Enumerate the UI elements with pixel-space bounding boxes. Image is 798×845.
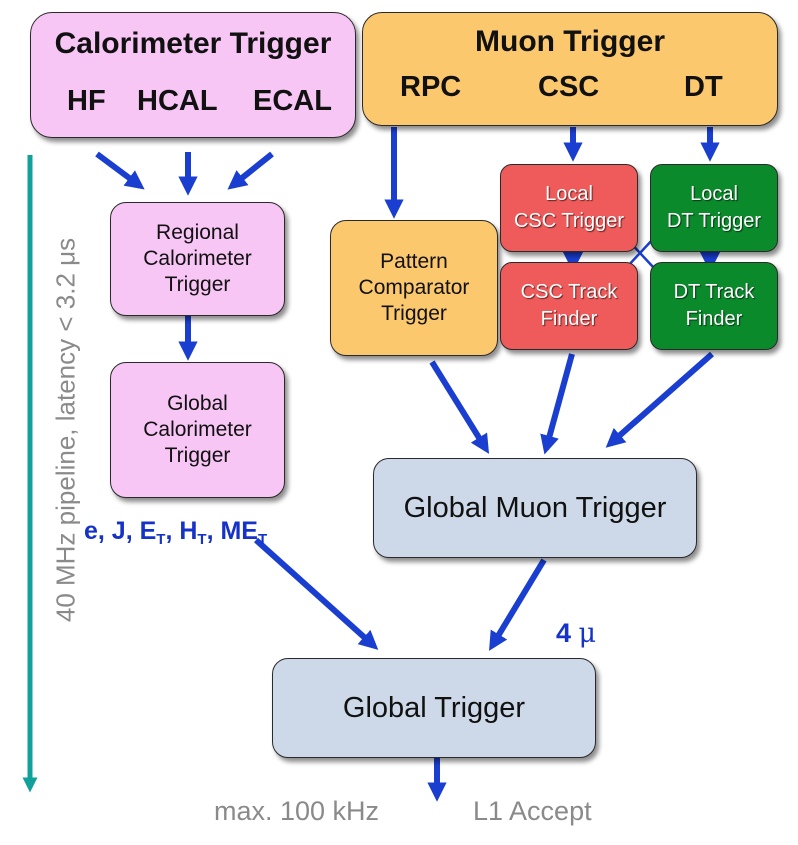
- csc-tf-line-2: Finder: [540, 308, 598, 330]
- csc-label: CSC: [538, 71, 600, 103]
- arrow-pattern-to-gmt: [429, 360, 490, 454]
- global-muon-label: Global Muon Trigger: [403, 491, 667, 524]
- arrow-cal-to-gt: [253, 537, 379, 650]
- local-csc-trigger-box: Local CSC Trigger: [500, 164, 638, 252]
- pattern-line-2: Comparator: [358, 276, 470, 299]
- arrow-gmt-to-gt: [489, 558, 547, 651]
- dt-tf-line-2: Finder: [685, 308, 743, 330]
- arrow-hf-to-regional: [95, 151, 145, 190]
- ecal-label: ECAL: [253, 85, 332, 117]
- rpc-label: RPC: [400, 71, 462, 103]
- csc-track-finder-box: CSC Track Finder: [500, 262, 638, 350]
- calorimeter-trigger-box: Calorimeter Trigger HF HCAL ECAL: [30, 12, 356, 138]
- global-cal-line-3: Trigger: [164, 444, 231, 467]
- local-dt-line-2: DT Trigger: [666, 210, 762, 232]
- global-trigger-box: Global Trigger: [272, 658, 596, 758]
- local-csc-line-1: Local: [545, 183, 593, 205]
- local-dt-trigger-box: Local DT Trigger: [650, 164, 778, 252]
- csc-tf-line-1: CSC Track: [520, 281, 618, 303]
- muon-trigger-title: Muon Trigger: [475, 25, 665, 58]
- pattern-comparator-trigger-box: Pattern Comparator Trigger: [330, 220, 498, 356]
- regional-line-2: Calorimeter: [143, 247, 252, 270]
- arrow-dttf-to-gmt: [605, 351, 714, 448]
- latency-label: 40 MHz pipeline, latency < 3.2 μs: [50, 237, 81, 623]
- global-muon-trigger-box: Global Muon Trigger: [373, 458, 697, 558]
- four-muons-label: 4 μ: [556, 618, 596, 649]
- outputs-e-j-e: e, J, E: [84, 517, 157, 545]
- outputs-me: , ME: [206, 517, 258, 545]
- outputs-sub-3: T: [257, 531, 268, 548]
- calorimeter-outputs-label: e, J, ET, HT, MET: [84, 517, 267, 548]
- hf-label: HF: [67, 85, 106, 117]
- global-cal-line-1: Global: [167, 392, 228, 415]
- regional-calorimeter-trigger-box: Regional Calorimeter Trigger: [110, 202, 285, 316]
- arrow-ecal-to-regional: [227, 151, 274, 190]
- global-calorimeter-trigger-box: Global Calorimeter Trigger: [110, 362, 285, 498]
- local-dt-line-1: Local: [690, 183, 738, 205]
- outputs-h: , H: [165, 517, 198, 545]
- local-csc-line-2: CSC Trigger: [513, 210, 625, 232]
- dt-track-finder-box: DT Track Finder: [650, 262, 778, 350]
- pattern-line-1: Pattern: [380, 250, 448, 273]
- dt-tf-line-1: DT Track: [673, 281, 755, 303]
- four-mu-number: 4: [556, 618, 579, 648]
- arrow-csctf-to-gmt: [540, 353, 575, 455]
- dt-label: DT: [684, 71, 723, 103]
- l1-accept-label: L1 Accept: [473, 796, 592, 826]
- calorimeter-trigger-title: Calorimeter Trigger: [54, 27, 332, 60]
- regional-line-1: Regional: [156, 221, 239, 244]
- global-trigger-label: Global Trigger: [342, 691, 526, 724]
- global-cal-line-2: Calorimeter: [143, 418, 252, 441]
- outputs-sub-2: T: [197, 531, 207, 548]
- mu-symbol: μ: [578, 618, 597, 649]
- pattern-line-3: Trigger: [381, 302, 447, 325]
- hcal-label: HCAL: [137, 85, 218, 117]
- max-rate-label: max. 100 kHz: [214, 796, 380, 826]
- muon-trigger-box: Muon Trigger RPC CSC DT: [362, 12, 778, 126]
- outputs-sub-1: T: [156, 531, 166, 548]
- regional-line-3: Trigger: [164, 273, 231, 296]
